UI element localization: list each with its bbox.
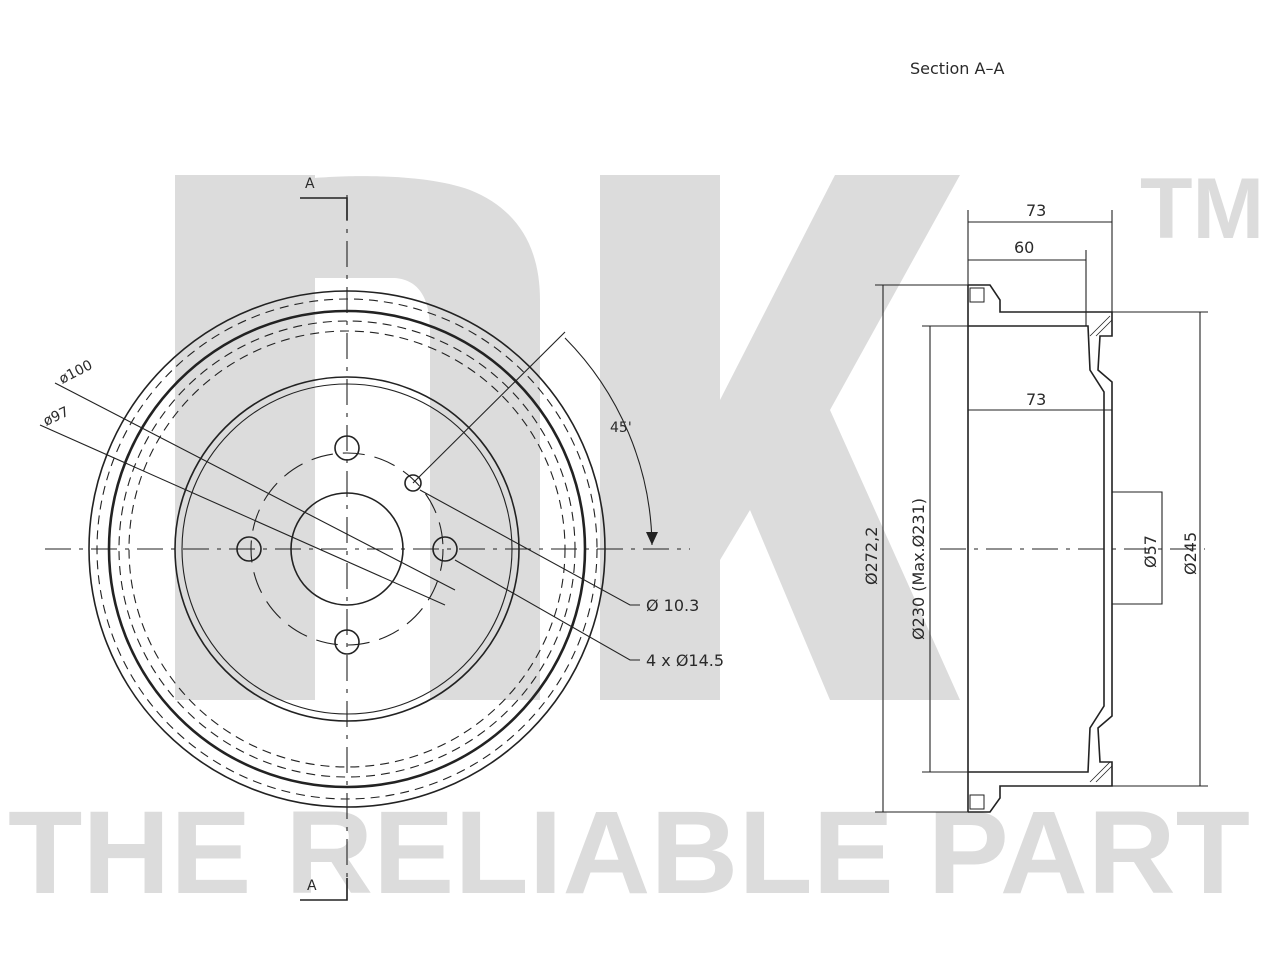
dim-flange-diameter: Ø245 (1181, 532, 1200, 575)
flange-detail-top (969, 287, 985, 303)
small-hole (404, 474, 422, 492)
dim-pcd-inner: ø97 (41, 404, 72, 430)
dim-total-depth: 73 (1026, 201, 1046, 220)
dim-centre-bore: Ø57 (1141, 535, 1160, 568)
slogan-watermark: THE RELIABLE PART (8, 787, 1250, 919)
dim-small-hole: Ø 10.3 (646, 596, 699, 615)
nk-logo-watermark: TM THE RELIABLE PART (8, 161, 1264, 919)
dim-pcd-outer: ø100 (57, 357, 96, 387)
dim-braking-diameter: Ø230 (Max.Ø231) (909, 498, 928, 640)
leader-small-hole (419, 489, 640, 606)
angle-arrowhead (646, 532, 658, 545)
section-mark-bottom-label: A (307, 878, 317, 894)
section-marker-bottom (300, 878, 348, 901)
leader-pcd-inner (39, 424, 446, 606)
logo-trademark: TM (1140, 161, 1264, 257)
dim-angle: 45' (610, 420, 632, 436)
section-title: Section A–A (910, 59, 1004, 78)
leader-pcd-outer (54, 382, 456, 591)
dim-inner-depth: 73 (1026, 390, 1046, 409)
centre-bore-section (1112, 491, 1163, 605)
flange-detail-bottom (969, 794, 985, 810)
angle-leader (412, 331, 566, 484)
dim-hub-depth: 60 (1014, 238, 1034, 257)
leader-bolt-holes (454, 559, 640, 661)
section-view: Section A–A 73 60 73 Ø2 (862, 59, 1208, 813)
logo-letter-n (175, 175, 540, 700)
angle-arc (564, 337, 653, 546)
section-hatching (1089, 315, 1113, 783)
dim-outer-diameter: Ø272,2 (862, 527, 881, 585)
logo-letter-k (600, 175, 960, 700)
section-marker-top (300, 197, 348, 220)
front-view: A A ø100 ø97 45' Ø 10.3 4 x Ø14.5 (39, 176, 724, 901)
section-mark-top-label: A (305, 176, 315, 192)
dim-bolt-holes: 4 x Ø14.5 (646, 651, 724, 670)
